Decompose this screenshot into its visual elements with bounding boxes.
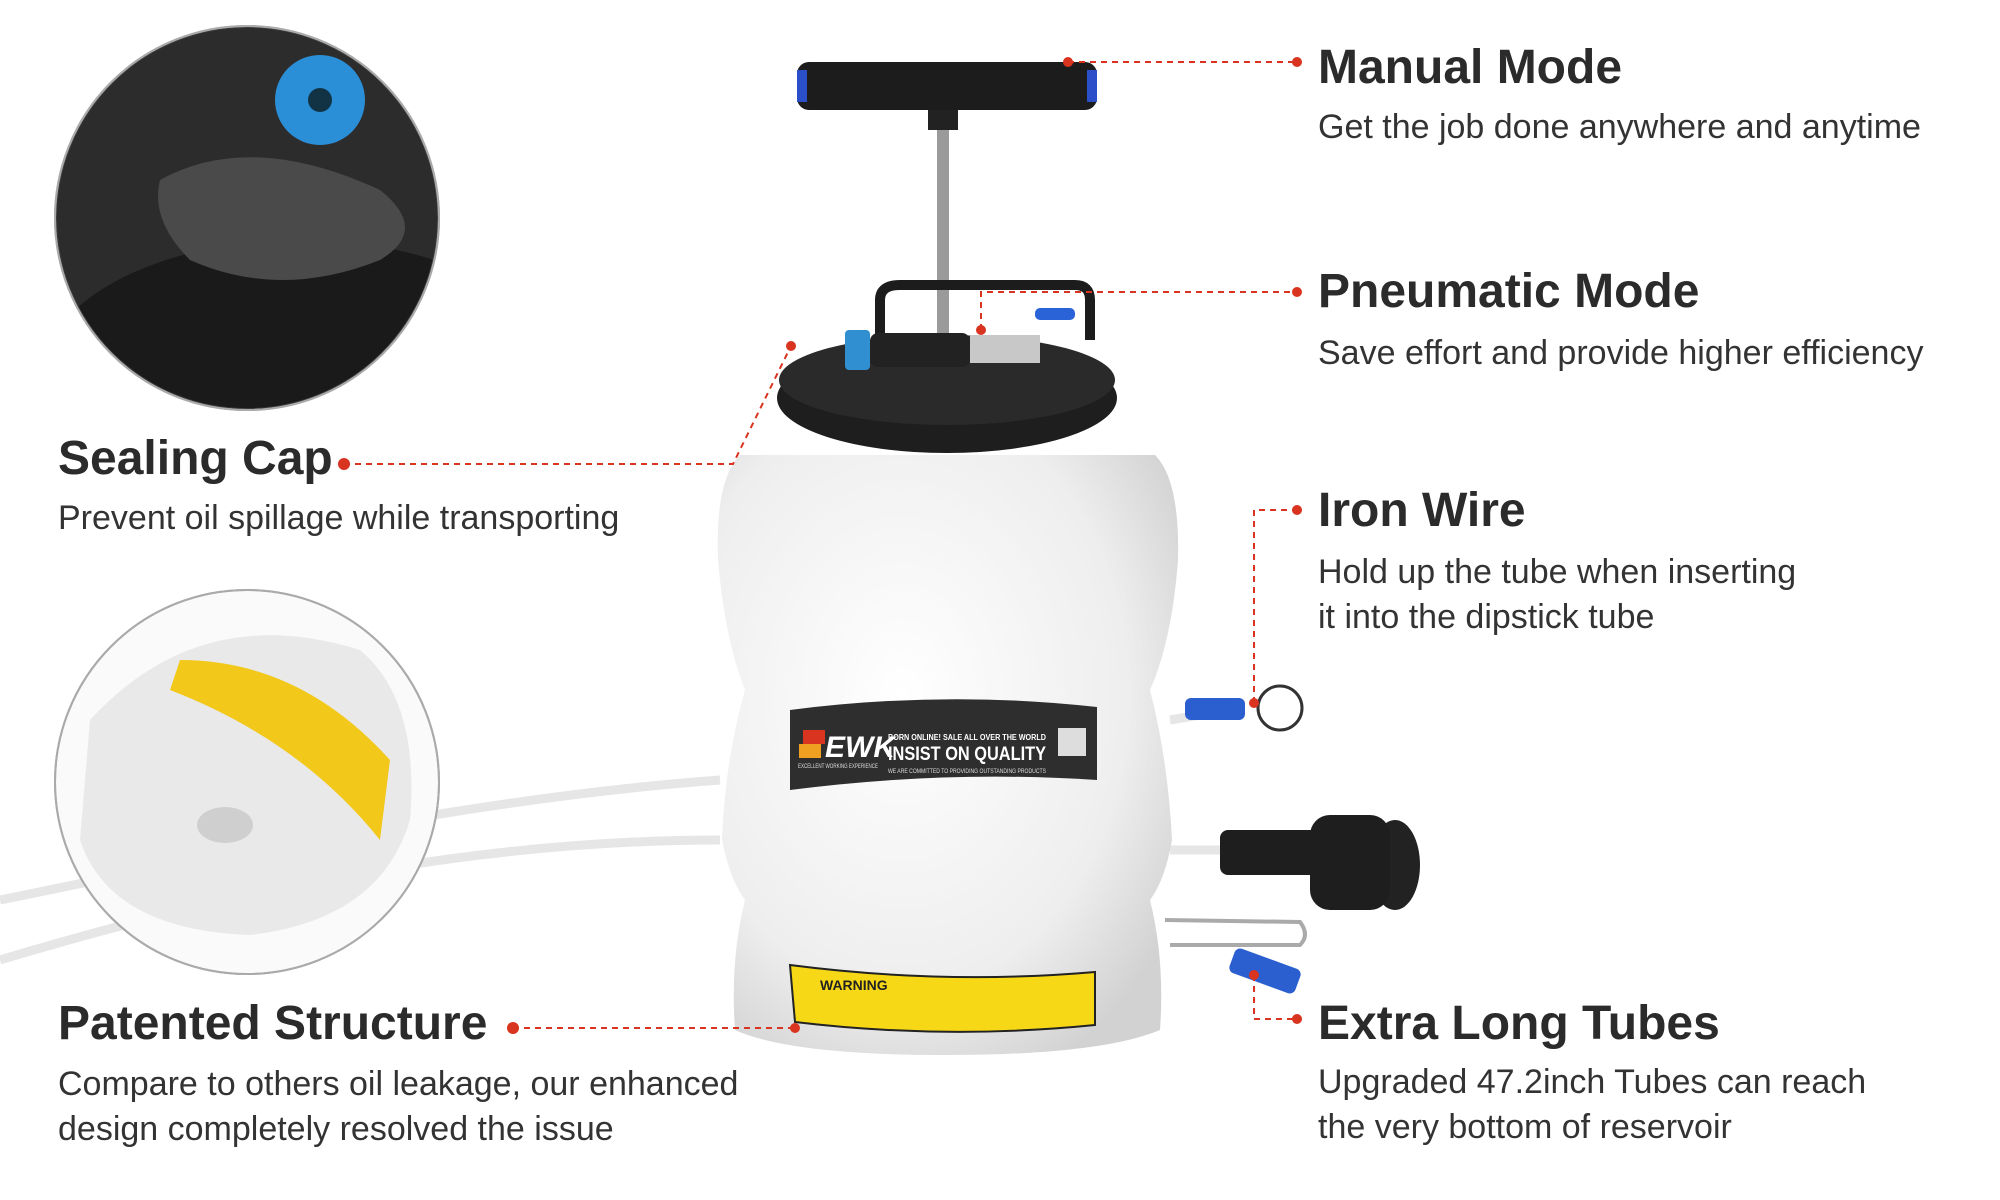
qr-code: [1058, 728, 1086, 756]
callout-lines: [344, 61, 1297, 1029]
pneumatic-mode-desc: Save effort and provide higher efficienc…: [1318, 334, 1924, 372]
callout-dots: [338, 57, 1302, 1034]
iron-wire-desc-line2: it into the dipstick tube: [1318, 598, 1655, 636]
patented-structure-desc-line1: Compare to others oil leakage, our enhan…: [58, 1065, 739, 1103]
patented-structure-detail: [54, 589, 440, 975]
pneumatic-mode-title: Pneumatic Mode: [1318, 265, 1700, 318]
sealing-cap-desc: Prevent oil spillage while transporting: [58, 499, 620, 537]
patented-structure-desc-line2: design completely resolved the issue: [58, 1110, 614, 1148]
product-label: [790, 699, 1097, 790]
extra-long-tubes-title: Extra Long Tubes: [1318, 997, 1720, 1050]
brand-logo: EWK: [825, 731, 897, 764]
label-slogan: INSIST ON QUALITY: [888, 744, 1046, 765]
label-line3: WE ARE COMMITTED TO PROVIDING OUTSTANDIN…: [888, 769, 1046, 775]
manual-mode-title: Manual Mode: [1318, 41, 1623, 94]
sealing-cap-title: Sealing Cap: [58, 432, 333, 485]
patented-structure-title: Patented Structure: [58, 997, 488, 1050]
t-handle: [797, 62, 1097, 110]
extra-long-tubes-desc-line1: Upgraded 47.2inch Tubes can reach: [1318, 1063, 1867, 1101]
label-line1: BORN ONLINE! SALE ALL OVER THE WORLD: [888, 733, 1046, 742]
manual-mode-desc: Get the job done anywhere and anytime: [1318, 108, 1921, 146]
warning-label: WARNING: [820, 977, 888, 993]
iron-wire-title: Iron Wire: [1318, 484, 1526, 537]
brand-tagline: EXCELLENT WORKING EXPERIENCE: [798, 764, 878, 770]
extra-long-tubes-desc-line2: the very bottom of reservoir: [1318, 1108, 1732, 1146]
iron-wire-desc-line1: Hold up the tube when inserting: [1318, 553, 1797, 591]
